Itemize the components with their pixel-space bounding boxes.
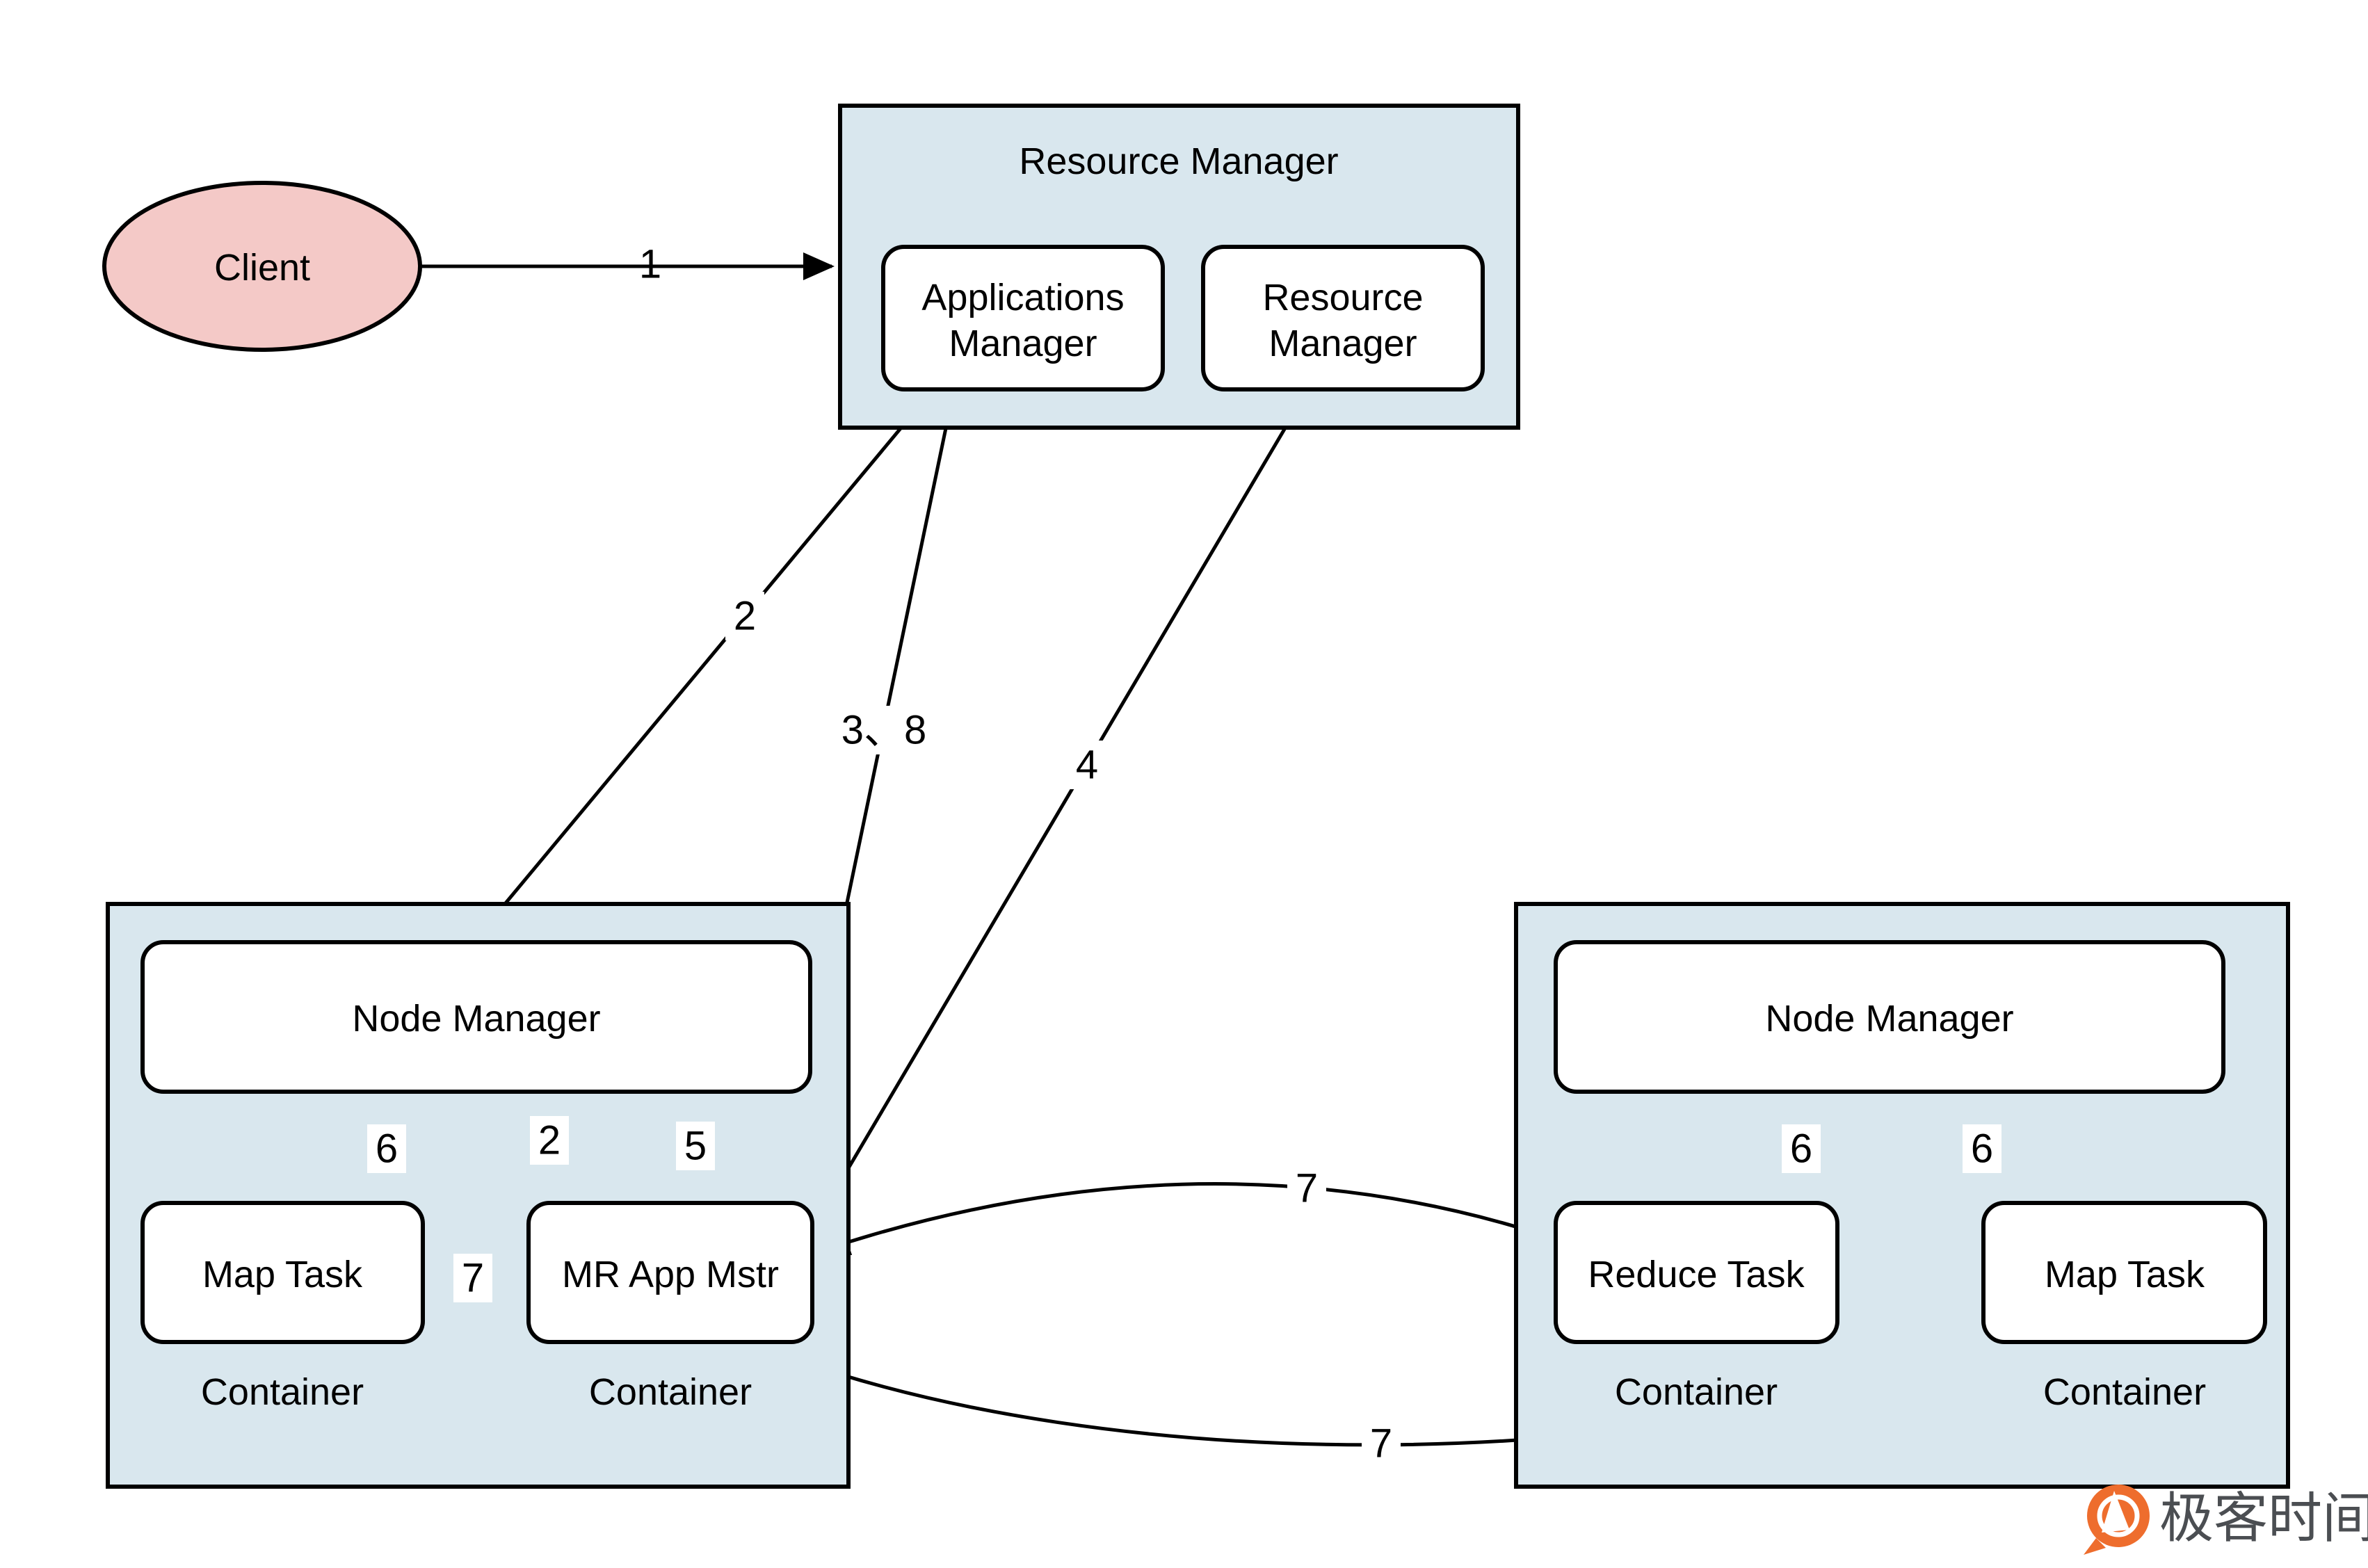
- edge-label-7-short-bg: [453, 1254, 492, 1302]
- edge-label-7-lower-curve: 7: [1370, 1421, 1392, 1466]
- container-right-1-label: Container: [1615, 1371, 1778, 1413]
- mr-app-mstr-label: MR App Mstr: [562, 1254, 779, 1295]
- edge-label-4: 4: [1076, 743, 1098, 788]
- resource-manager-inner-label-line1: Resource: [1262, 277, 1423, 318]
- edge-label-3-8: 3、8: [841, 708, 927, 753]
- edge-label-2-long: 2: [734, 594, 756, 639]
- resource-manager-inner-node: [1201, 245, 1485, 391]
- mr-app-mstr-node: [526, 1201, 814, 1344]
- resource-manager-group-title: Resource Manager: [1019, 140, 1338, 182]
- edge-label-7-upper-curve: 7: [1296, 1166, 1318, 1211]
- client-node: [102, 181, 422, 352]
- edge-label-2-long-bg: [725, 592, 764, 640]
- applications-manager-label-line1: Applications: [921, 277, 1124, 318]
- geektime-logo-icon-tail: [2084, 1538, 2106, 1555]
- edge-2-node-box-to-applications-manager: [504, 392, 931, 905]
- geektime-logo-icon-ring: [2097, 1494, 2140, 1537]
- edge-label-6-left: 6: [376, 1126, 398, 1172]
- edge-label-2-short: 2: [538, 1118, 561, 1163]
- reduce-task-node: [1554, 1201, 1839, 1344]
- container-left-1-label: Container: [201, 1371, 364, 1413]
- applications-manager-label-line2: Manager: [949, 323, 1097, 364]
- edge-label-4-bg: [1068, 741, 1106, 789]
- resource-manager-inner-label-line2: Manager: [1268, 323, 1417, 364]
- edge-label-5: 5: [684, 1124, 707, 1169]
- edge-label-5-bg: [676, 1122, 715, 1170]
- edge-label-6-left-bg: [367, 1124, 406, 1173]
- edge-label-6-right-b-bg: [1963, 1124, 2001, 1173]
- node-manager-left-label: Node Manager: [352, 998, 600, 1040]
- edge-7-reduce-task-to-mr-app-mstr: [818, 1182, 1556, 1256]
- client-label: Client: [214, 247, 310, 289]
- geektime-logo-text: 极客时间: [2159, 1487, 2368, 1549]
- edge-label-3-8-bg: [823, 706, 944, 754]
- edge-label-7-lower-curve-bg: [1362, 1419, 1401, 1468]
- map-task-left-node: [140, 1201, 425, 1344]
- node-manager-right-label: Node Manager: [1765, 998, 2013, 1040]
- edge-label-6-right-a-bg: [1782, 1124, 1821, 1173]
- map-task-right-label: Map Task: [2045, 1254, 2205, 1295]
- edge-label-6-right-b: 6: [1971, 1126, 1993, 1172]
- map-task-left-label: Map Task: [202, 1254, 363, 1295]
- reduce-task-label: Reduce Task: [1588, 1254, 1805, 1295]
- geektime-logo: 极客时间: [2084, 1485, 2368, 1555]
- edge-label-6-right-a: 6: [1790, 1126, 1812, 1172]
- edge-4-mr-app-mstr-to-resource-scheduler: [810, 392, 1307, 1231]
- edge-label-1: 1: [639, 242, 661, 287]
- edge-label-2-short-bg: [530, 1116, 569, 1165]
- container-right-2-label: Container: [2043, 1371, 2206, 1413]
- map-task-right-node: [1981, 1201, 2267, 1344]
- applications-manager-node: [881, 245, 1165, 391]
- node-manager-right-node: [1554, 940, 2225, 1094]
- container-left-2-label: Container: [589, 1371, 752, 1413]
- edge-label-7-short: 7: [462, 1256, 484, 1301]
- edge-label-7-upper-curve-bg: [1287, 1164, 1326, 1213]
- geektime-logo-icon-pointer: [2102, 1491, 2129, 1533]
- node-manager-left-node: [140, 940, 812, 1094]
